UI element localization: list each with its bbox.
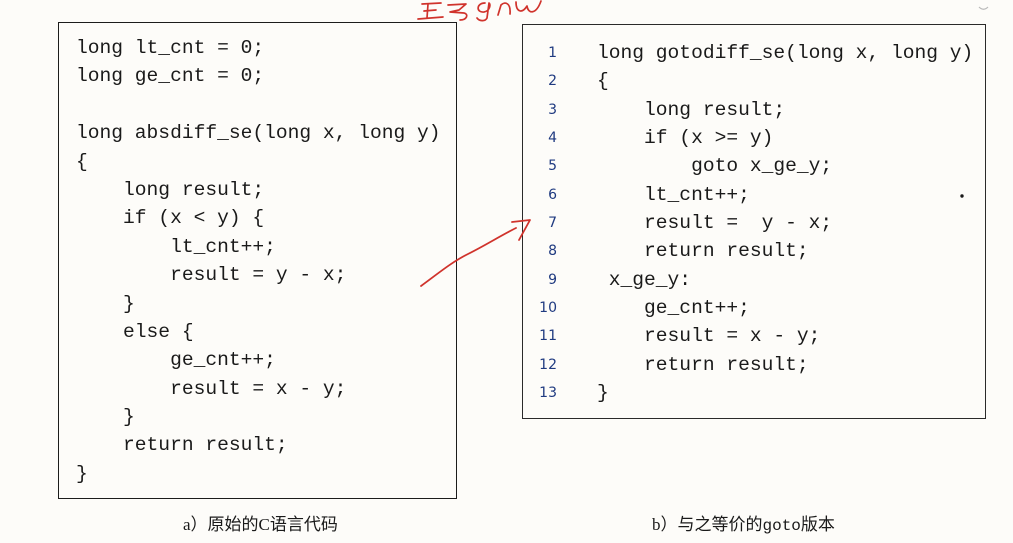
panel-a-caption: a）原始的C语言代码 bbox=[183, 514, 338, 536]
line-number: 2 bbox=[548, 73, 557, 90]
code-line: lt_cnt++; bbox=[76, 235, 276, 258]
code-line: } bbox=[597, 382, 609, 405]
line-number: 10 bbox=[539, 300, 557, 317]
code-line: long result; bbox=[76, 178, 265, 201]
code-line: long gotodiff_se(long x, long y) bbox=[597, 42, 974, 64]
caption-text: 原始的C语言代码 bbox=[207, 515, 338, 534]
code-line: { bbox=[76, 150, 88, 173]
code-line: if (x >= y) bbox=[597, 127, 774, 150]
caption-label: a） bbox=[183, 515, 208, 534]
code-row: 8 return result; bbox=[522, 237, 985, 265]
code-line: x_ge_y: bbox=[597, 268, 692, 291]
code-line: long lt_cnt = 0; bbox=[76, 37, 265, 59]
code-line: goto x_ge_y; bbox=[597, 155, 833, 178]
code-row: 3 long result; bbox=[522, 96, 985, 124]
code-line: result = y - x; bbox=[597, 212, 833, 235]
panel-a-code: long lt_cnt = 0; long ge_cnt = 0; long a… bbox=[76, 34, 441, 488]
code-row: 11 result = x - y; bbox=[522, 322, 985, 350]
code-row: 5 goto x_ge_y; bbox=[522, 152, 985, 180]
line-number: 11 bbox=[539, 328, 557, 345]
caption-label: b） bbox=[652, 515, 678, 534]
code-row: 7 result = y - x; bbox=[522, 209, 985, 237]
line-number: 8 bbox=[548, 243, 557, 260]
page-mark bbox=[978, 6, 989, 10]
caption-code-keyword: goto bbox=[762, 517, 801, 535]
code-line: result = y - x; bbox=[76, 264, 347, 287]
code-line: return result; bbox=[76, 434, 288, 457]
panel-b-caption: b）与之等价的goto版本 bbox=[652, 514, 835, 537]
code-line: long ge_cnt = 0; bbox=[76, 65, 265, 88]
code-row: 13} bbox=[522, 379, 985, 407]
code-row: 2{ bbox=[522, 67, 985, 95]
line-number: 4 bbox=[548, 130, 557, 147]
code-row: 9 x_ge_y: bbox=[522, 266, 985, 294]
code-line bbox=[76, 91, 441, 119]
code-line: lt_cnt++; bbox=[597, 183, 750, 206]
code-row: 10 ge_cnt++; bbox=[522, 294, 985, 322]
line-number: 7 bbox=[548, 215, 557, 232]
code-line: if (x < y) { bbox=[76, 207, 265, 230]
line-number: 1 bbox=[548, 45, 557, 61]
code-line: } bbox=[76, 406, 135, 429]
code-line: result = x - y; bbox=[76, 377, 347, 400]
code-line: result = x - y; bbox=[597, 325, 821, 348]
code-line: long result; bbox=[597, 98, 786, 121]
line-number: 3 bbox=[548, 101, 557, 118]
code-line: else { bbox=[76, 320, 194, 343]
handwritten-scribble bbox=[417, 0, 542, 22]
line-number: 5 bbox=[548, 158, 557, 175]
code-line: ge_cnt++; bbox=[597, 297, 750, 320]
code-row: 1 long gotodiff_se(long x, long y) bbox=[522, 39, 985, 67]
code-line: } bbox=[76, 462, 88, 485]
code-row: 6 lt_cnt++; bbox=[522, 181, 985, 209]
code-line: return result; bbox=[597, 240, 809, 263]
code-line: ge_cnt++; bbox=[76, 349, 276, 372]
line-number: 13 bbox=[539, 385, 557, 402]
line-number: 6 bbox=[548, 186, 557, 203]
line-number: 9 bbox=[548, 271, 557, 288]
caption-text: 版本 bbox=[800, 515, 835, 534]
caption-text: 与之等价的 bbox=[677, 515, 763, 534]
code-line: return result; bbox=[597, 353, 809, 376]
code-row: 12 return result; bbox=[522, 351, 985, 379]
line-number: 12 bbox=[539, 356, 557, 373]
code-row: 4 if (x >= y) bbox=[522, 124, 985, 152]
code-line: } bbox=[76, 292, 135, 315]
code-line: { bbox=[597, 70, 609, 93]
code-line: long absdiff_se(long x, long y) bbox=[76, 122, 441, 145]
